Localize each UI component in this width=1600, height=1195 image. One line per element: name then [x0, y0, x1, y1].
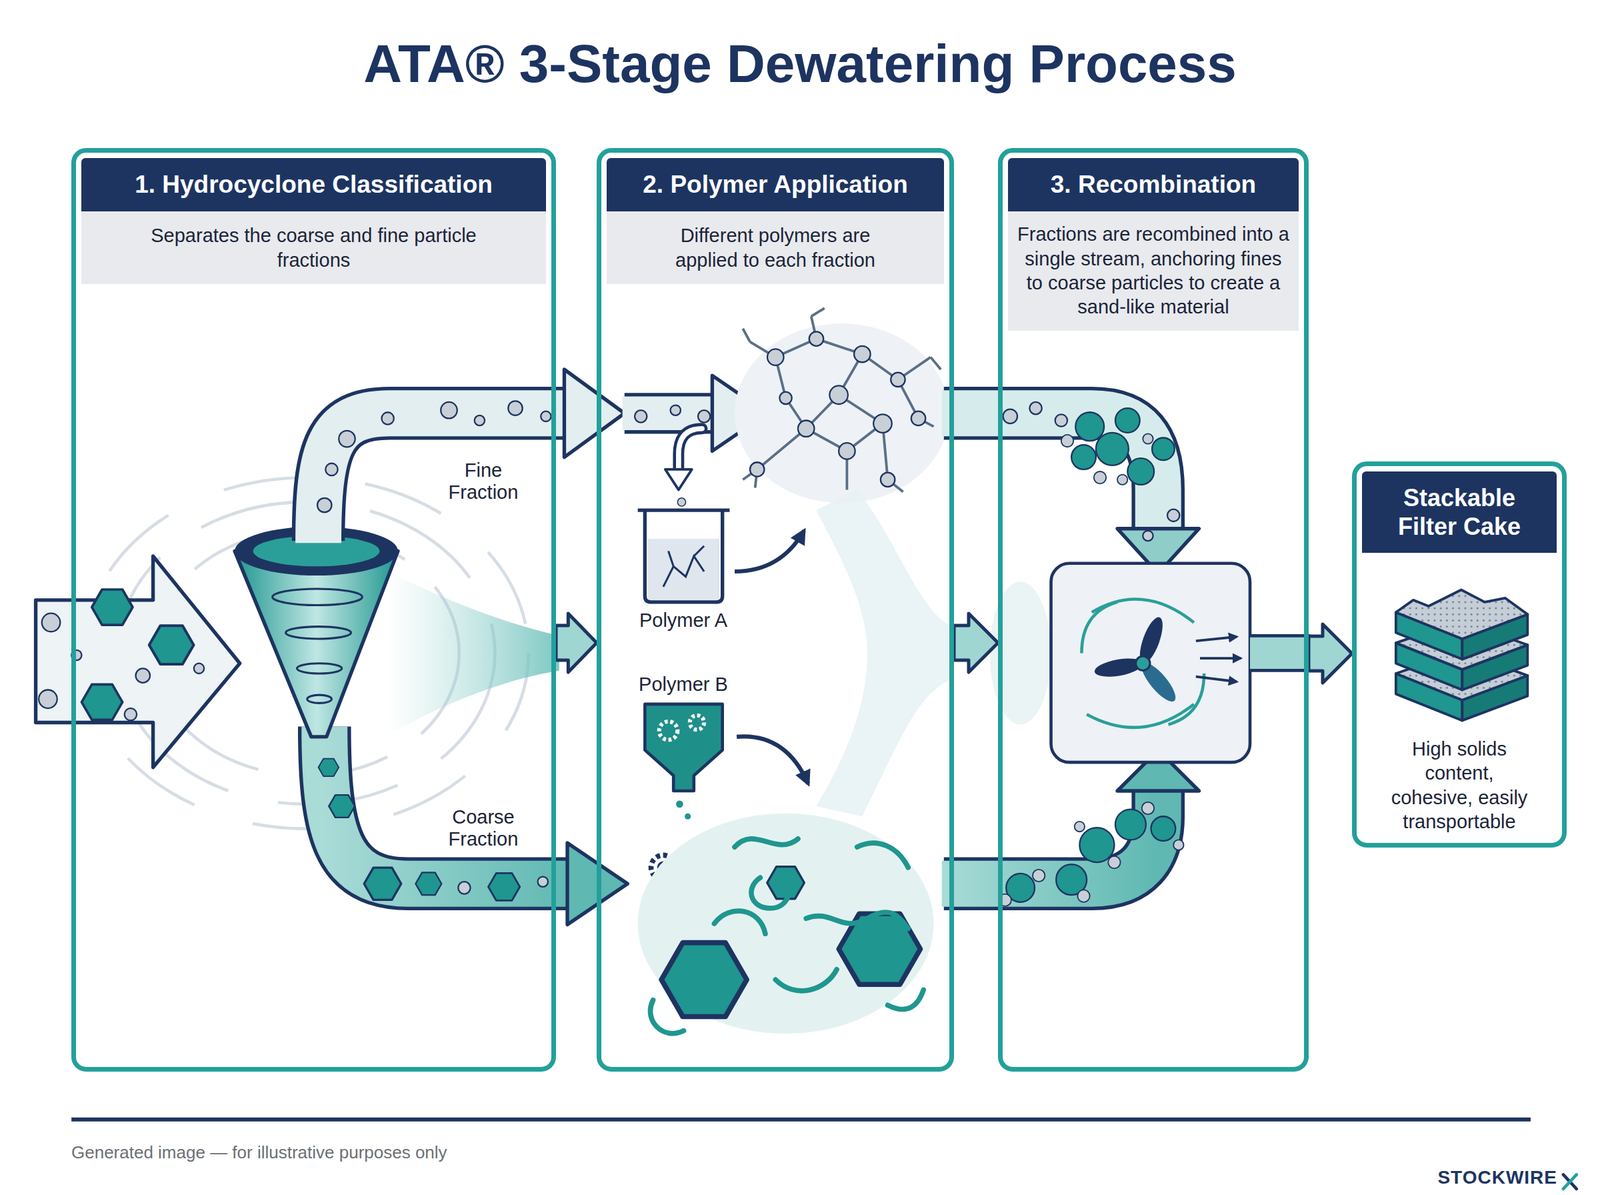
- panel-heading: Stackable Filter Cake: [1362, 471, 1557, 553]
- panel-heading: 3. Recombination: [1008, 158, 1299, 212]
- fine-stream: [317, 369, 768, 543]
- logo-mark: [1563, 1174, 1577, 1188]
- flow-arrow: [954, 613, 998, 672]
- coarse-to-mixer: [942, 750, 1200, 906]
- polymer-label: Polymer B: [623, 673, 744, 696]
- mixer: [1051, 563, 1311, 762]
- hydrocyclone: [234, 526, 398, 737]
- feed-arrow: [36, 556, 240, 768]
- flow-arrow: [556, 613, 597, 672]
- stage-panel: 3. RecombinationFractions are recombined…: [998, 148, 1309, 1072]
- panel-description: High solids content, cohesive, easily tr…: [1362, 736, 1557, 838]
- result-panel: Stackable Filter CakeHigh solids content…: [1352, 461, 1567, 848]
- panel-description: Separates the coarse and fine particle f…: [81, 211, 546, 284]
- fine-floc-network: [734, 308, 949, 503]
- stream-label: Coarse Fraction: [433, 806, 534, 851]
- stream-label: Fine Fraction: [433, 459, 534, 504]
- coarse-stream: [318, 726, 628, 925]
- stage-panel: 1. Hydrocyclone ClassificationSeparates …: [71, 148, 556, 1072]
- panel-heading: 1. Hydrocyclone Classification: [81, 158, 546, 212]
- flow-shading: [816, 490, 954, 817]
- coarse-floc: [638, 813, 934, 1034]
- fine-to-mixer: [942, 402, 1200, 574]
- footnote: Generated image — for illustrative purpo…: [71, 1142, 872, 1163]
- footer-rule: [71, 1117, 1531, 1122]
- flow-arrow: [1308, 624, 1352, 683]
- panel-heading: 2. Polymer Application: [606, 158, 944, 212]
- panel-description: Fractions are recombined into a single s…: [1008, 211, 1299, 331]
- polymer-label: Polymer A: [623, 609, 744, 632]
- filter-cake-icon: [1396, 590, 1528, 721]
- mid-stream: [388, 571, 560, 735]
- watermark: STOCKWIRE: [1357, 1166, 1558, 1188]
- diagram-title: ATA® 3-Stage Dewatering Process: [0, 32, 1600, 96]
- panel-description: Different polymers are applied to each f…: [606, 211, 944, 284]
